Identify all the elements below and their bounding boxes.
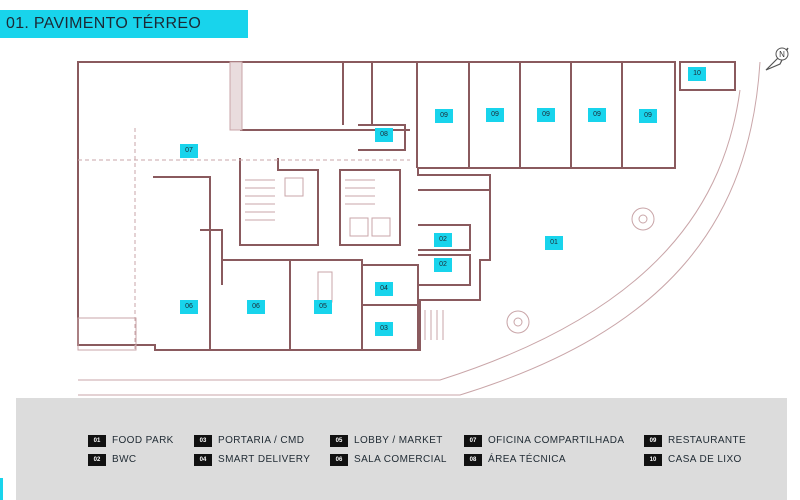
legend-code: 01 — [88, 434, 106, 447]
stairs — [345, 179, 375, 205]
legend-code: 10 — [644, 453, 662, 466]
legend-label: ÁREA TÉCNICA — [488, 454, 566, 465]
legend-item: 07 OFICINA COMPARTILHADA — [464, 434, 624, 447]
room-label-06: 06 — [180, 300, 198, 314]
room-label-05: 05 — [314, 300, 332, 314]
planter — [506, 310, 530, 334]
legend-item: 06 SALA COMERCIAL — [330, 453, 447, 466]
room-label-07: 07 — [180, 144, 198, 158]
legend-code: 04 — [194, 453, 212, 466]
room-label-03: 03 — [375, 322, 393, 336]
legend-item: 02 BWC — [88, 453, 137, 466]
room-label-04: 04 — [375, 282, 393, 296]
legend-item: 01 FOOD PARK — [88, 434, 174, 447]
legend-label: SALA COMERCIAL — [354, 454, 447, 465]
legend-label: CASA DE LIXO — [668, 454, 742, 465]
legend-label: SMART DELIVERY — [218, 454, 311, 465]
site-line — [229, 61, 243, 131]
title-bar: 01. PAVIMENTO TÉRREO — [0, 10, 248, 38]
legend-item: 10 CASA DE LIXO — [644, 453, 742, 466]
wall — [239, 158, 319, 246]
room-label-09: 09 — [639, 109, 657, 123]
stairs — [245, 179, 275, 221]
planter — [513, 317, 523, 327]
room-label-06: 06 — [247, 300, 265, 314]
elevator — [284, 177, 304, 197]
legend-item: 04 SMART DELIVERY — [194, 453, 310, 466]
legend-label: FOOD PARK — [112, 435, 174, 446]
legend-item: 03 PORTARIA / CMD — [194, 434, 304, 447]
planter — [631, 207, 655, 231]
wall — [362, 264, 419, 350]
wall — [290, 259, 363, 350]
legend-code: 07 — [464, 434, 482, 447]
legend-code: 06 — [330, 453, 348, 466]
edge-accent — [0, 478, 3, 500]
room-label-02: 02 — [434, 258, 452, 272]
site-line — [78, 89, 741, 381]
legend-item: 09 RESTAURANTE — [644, 434, 746, 447]
floor-plan — [77, 61, 761, 396]
legend-item: 08 ÁREA TÉCNICA — [464, 453, 566, 466]
room-label-09: 09 — [435, 109, 453, 123]
elevator — [371, 217, 391, 237]
wall — [418, 224, 471, 251]
legend: 01 FOOD PARK 02 BWC 03 PORTARIA / CMD 04… — [16, 398, 787, 500]
elevator — [349, 217, 369, 237]
legend-code: 05 — [330, 434, 348, 447]
outer-wall — [77, 61, 676, 351]
legend-label: BWC — [112, 454, 137, 465]
legend-label: PORTARIA / CMD — [218, 435, 305, 446]
north-arrow-icon: N — [765, 47, 789, 71]
room-label-08: 08 — [375, 128, 393, 142]
legend-code: 02 — [88, 453, 106, 466]
planter — [638, 214, 648, 224]
room-label-09: 09 — [537, 108, 555, 122]
wall — [200, 229, 223, 285]
wall — [418, 254, 471, 286]
wall — [679, 61, 736, 91]
legend-label: LOBBY / MARKET — [354, 435, 443, 446]
room-label-01: 01 — [545, 236, 563, 250]
page-title: 01. PAVIMENTO TÉRREO — [6, 15, 202, 32]
wall — [358, 124, 406, 151]
room-label-09: 09 — [486, 108, 504, 122]
stairs — [424, 310, 444, 340]
room-label-10: 10 — [688, 67, 706, 81]
legend-code: 08 — [464, 453, 482, 466]
legend-code: 09 — [644, 434, 662, 447]
legend-code: 03 — [194, 434, 212, 447]
site-line — [77, 317, 137, 351]
legend-item: 05 LOBBY / MARKET — [330, 434, 443, 447]
compass-letter: N — [779, 50, 785, 59]
wall — [339, 169, 401, 246]
elevator — [317, 271, 333, 303]
site-line — [78, 61, 761, 396]
wall — [153, 176, 211, 350]
room-label-02: 02 — [434, 233, 452, 247]
legend-label: RESTAURANTE — [668, 435, 747, 446]
legend-label: OFICINA COMPARTILHADA — [488, 435, 625, 446]
room-label-09: 09 — [588, 108, 606, 122]
